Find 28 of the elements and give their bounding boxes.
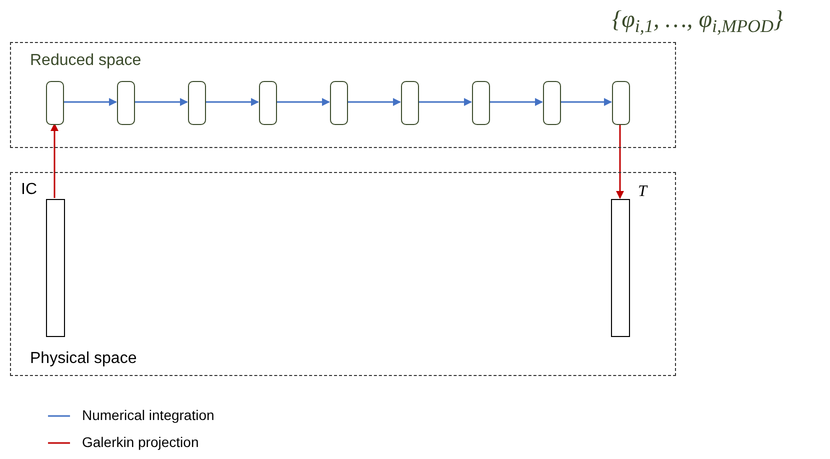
dashed-region: [10, 42, 676, 148]
arrow: [616, 124, 624, 199]
arrow: [347, 98, 401, 106]
state-box: [401, 81, 419, 125]
state-box: [330, 81, 348, 125]
arrow: [63, 98, 117, 106]
arrow: [489, 98, 543, 106]
state-box: [472, 81, 490, 125]
arrow: [418, 98, 472, 106]
state-box: [46, 81, 64, 125]
vector-label: IC: [21, 180, 37, 200]
arrow: [276, 98, 330, 106]
vector-label: T: [638, 182, 647, 202]
state-box: [259, 81, 277, 125]
region-title: Physical space: [30, 349, 137, 369]
arrow: [134, 98, 188, 106]
state-box: [543, 81, 561, 125]
basis-formula: {φ$_{i,1}$, …, φ$_{i,M}$$_{POD}$}: [612, 6, 784, 38]
arrow: [50, 123, 58, 198]
legend-text: Numerical integration: [82, 406, 214, 425]
legend-text: Galerkin projection: [82, 433, 199, 452]
state-box: [117, 81, 135, 125]
region-title: Reduced space: [30, 51, 142, 71]
arrow: [560, 98, 612, 106]
arrow: [205, 98, 259, 106]
dashed-region: [10, 172, 676, 376]
state-box: [612, 81, 630, 125]
state-box: [188, 81, 206, 125]
